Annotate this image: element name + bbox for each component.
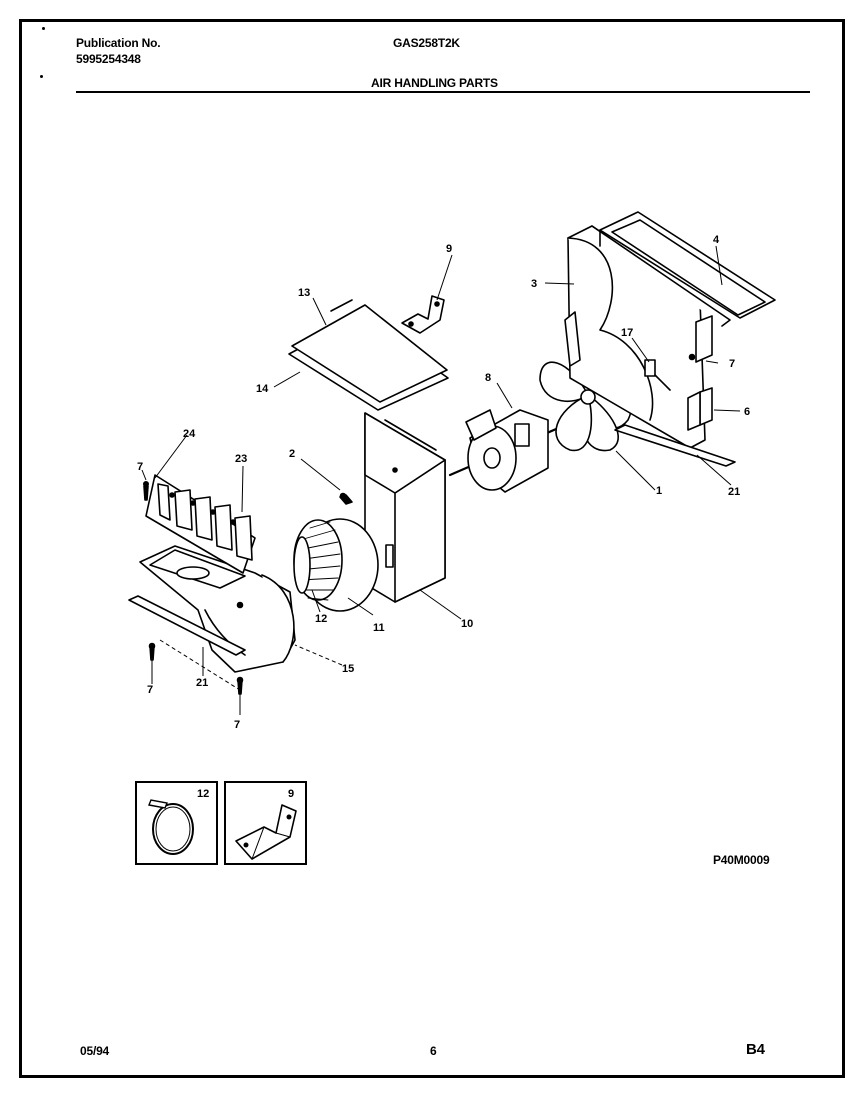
callout-1: 1: [656, 485, 662, 497]
filter-upper-sheet: [291, 304, 448, 403]
callout-24: 24: [183, 428, 196, 440]
bracket-icon: [235, 804, 297, 860]
screw-fasteners: [143, 353, 696, 695]
footer-page-number: 6: [430, 1044, 437, 1058]
callout-14: 14: [256, 383, 269, 395]
clamp-ring: [293, 536, 311, 594]
callout-21-right: 21: [728, 486, 740, 498]
inset-box-9: 9: [224, 781, 307, 865]
header-rule: [76, 91, 810, 93]
fan-motor: [448, 408, 602, 493]
callout-12: 12: [315, 613, 327, 625]
orifice-shroud: [564, 225, 731, 449]
callout-9: 9: [446, 243, 452, 255]
mounting-bracket-right: [695, 315, 713, 363]
callout-21-left: 21: [196, 677, 208, 689]
inset-box-12: 12: [135, 781, 218, 865]
band-clamp-icon: [148, 799, 194, 855]
callout-3: 3: [531, 278, 537, 290]
callout-10: 10: [461, 618, 473, 630]
scan-speck: [42, 27, 45, 30]
figure-code: P40M0009: [713, 853, 770, 867]
publication-number: 5995254348: [76, 52, 141, 66]
page-frame: [19, 19, 845, 1078]
filter-panel-group: [288, 299, 449, 411]
callout-17: 17: [621, 327, 633, 339]
top-rail: [599, 211, 776, 319]
callout-8: 8: [485, 372, 491, 384]
blower-housing: [139, 545, 296, 673]
callout-7-right: 7: [729, 358, 735, 370]
side-bracket-face: [687, 391, 701, 431]
section-title: AIR HANDLING PARTS: [371, 76, 498, 90]
scan-speck: [40, 75, 43, 78]
partition-panel: [364, 412, 446, 603]
callout-23: 23: [235, 453, 247, 465]
side-bracket: [699, 387, 713, 426]
callout-11: 11: [373, 622, 385, 634]
model-number: GAS258T2K: [393, 36, 460, 50]
seal-strip-lower: [128, 595, 246, 656]
louver-assembly: [145, 474, 256, 574]
inset-label-12: 12: [197, 788, 210, 800]
callout-7-bottom-left: 7: [147, 684, 153, 696]
inset-label-9: 9: [288, 788, 295, 800]
callout-7-left: 7: [137, 461, 143, 473]
callout-2: 2: [289, 448, 295, 460]
callout-15: 15: [342, 663, 354, 675]
footer-date: 05/94: [80, 1044, 110, 1058]
bracket-part: [401, 295, 445, 334]
callout-6: 6: [744, 406, 750, 418]
publication-label: Publication No.: [76, 36, 161, 50]
callout-7-bottom: 7: [234, 719, 240, 731]
clip-part: [644, 359, 671, 391]
footer-section-code: B4: [746, 1041, 765, 1058]
seal-strip-right: [614, 424, 736, 467]
leader-lines: [141, 245, 741, 715]
callout-labels: 9 13 14 4 3 17 7 8 6 1 21 2 24 7 23 12 1…: [137, 234, 750, 731]
callout-13: 13: [298, 287, 310, 299]
callout-4: 4: [713, 234, 720, 246]
